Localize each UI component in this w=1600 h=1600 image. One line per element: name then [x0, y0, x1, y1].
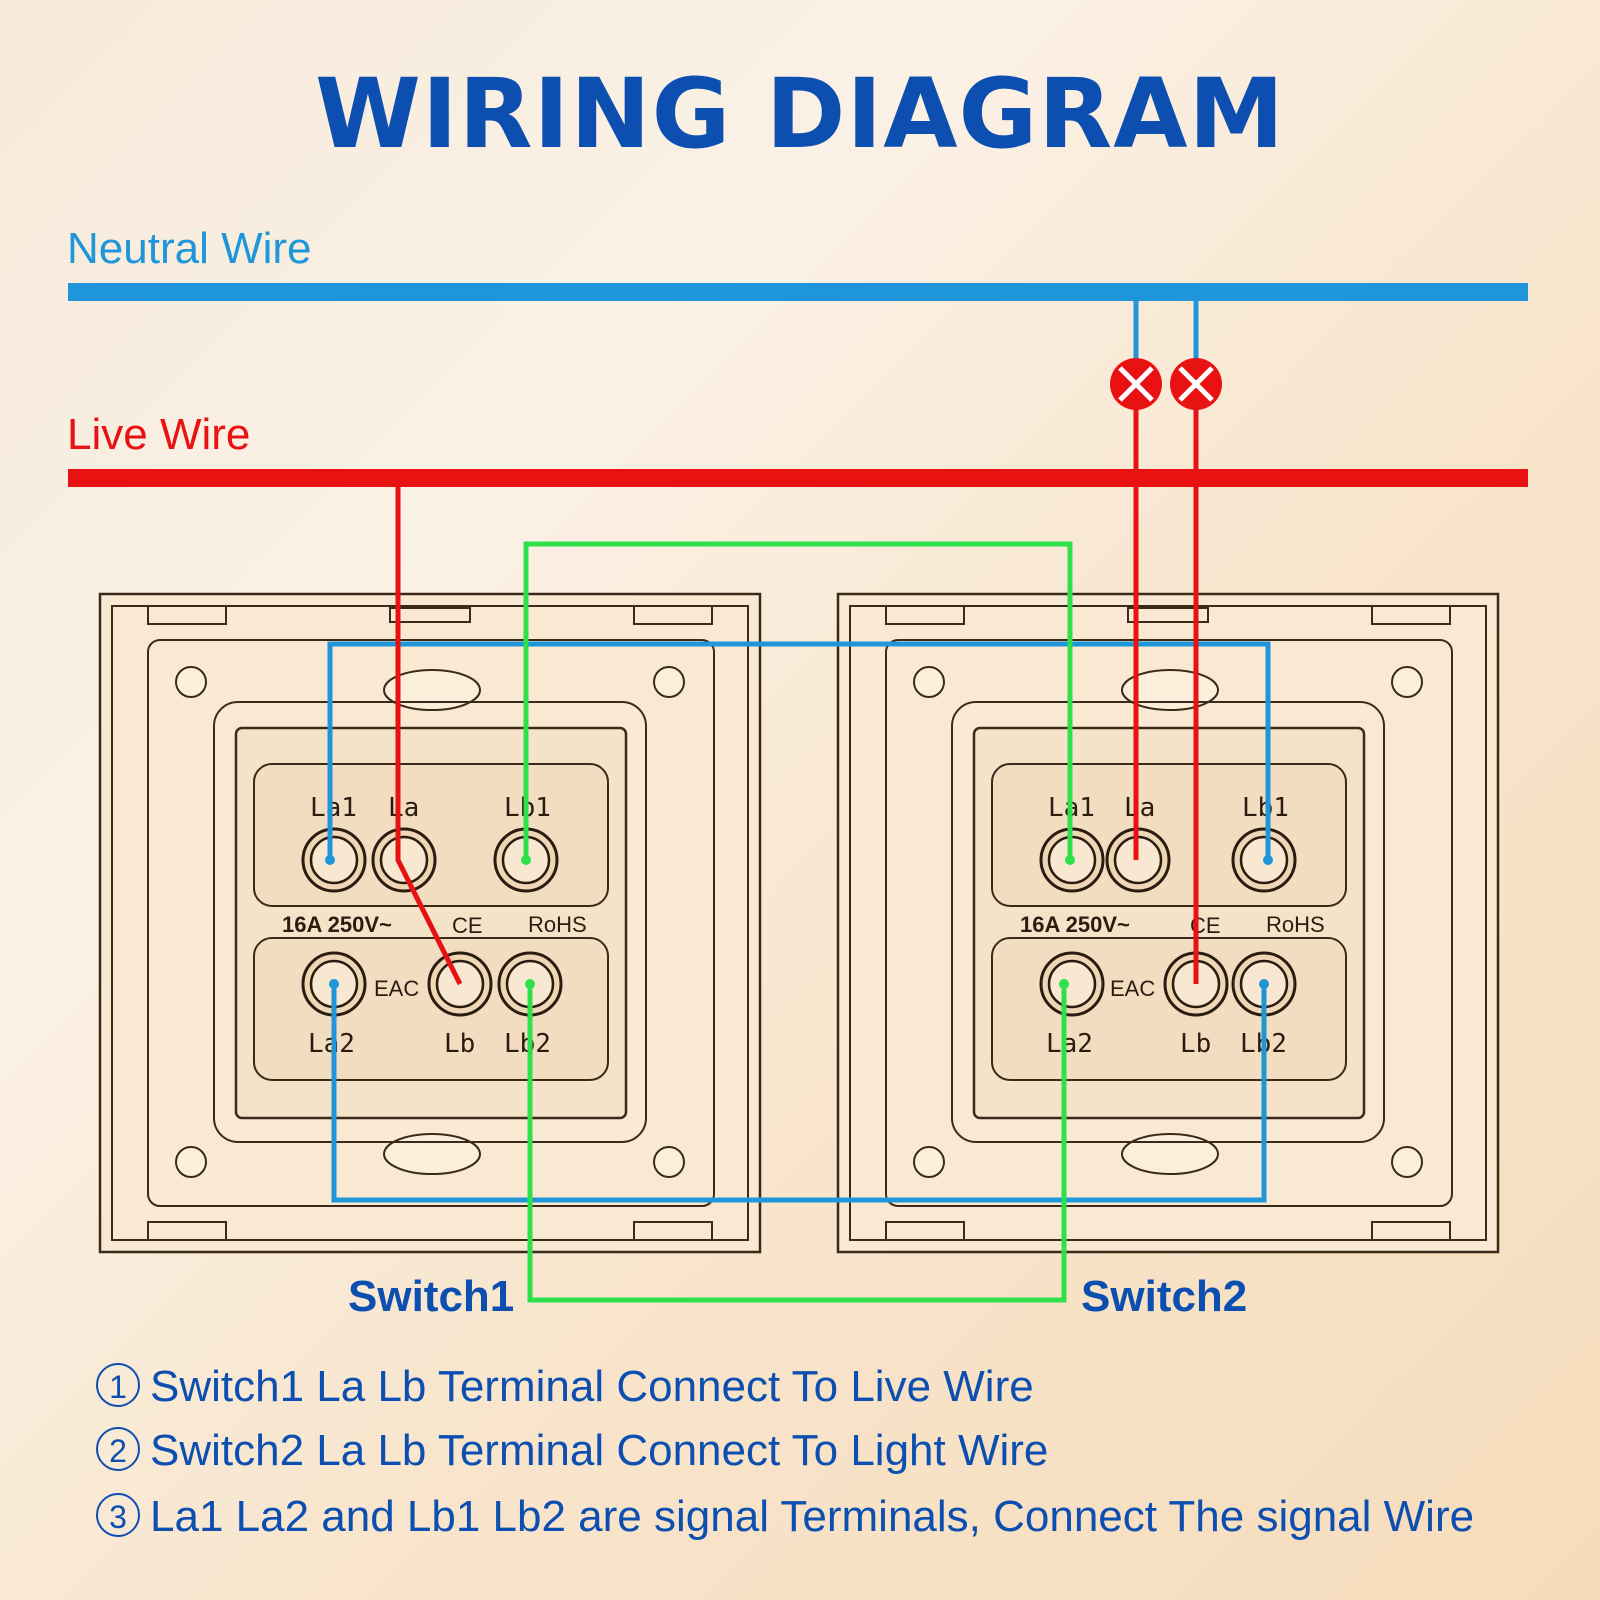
- sw2-terminal-lb1: Lb1: [1242, 793, 1289, 823]
- sw1-eac-mark: EAC: [374, 976, 419, 1001]
- signal-wire-green: [523, 541, 1073, 860]
- step-number-1: 1: [96, 1363, 140, 1408]
- sw1-rohs-mark: RoHS: [528, 912, 587, 937]
- sw2-terminal-la2: La2: [1046, 1029, 1093, 1059]
- sw2-eac-mark: EAC: [1110, 976, 1155, 1001]
- switch2-label: Switch2: [1081, 1272, 1248, 1321]
- sw1-terminal-la2: La2: [308, 1029, 355, 1059]
- sw1-rating: 16A 250V~: [282, 912, 392, 937]
- sw1-ce-mark: CE: [452, 913, 483, 938]
- neutral-wire-label: Neutral Wire: [67, 224, 312, 273]
- sw2-rohs-mark: RoHS: [1266, 912, 1325, 937]
- switch2-plate: La1 La Lb1 La2 Lb Lb2 16A 250V~ CE RoHS …: [836, 592, 1500, 1254]
- lamp-icon-2: [1170, 358, 1222, 410]
- sw1-terminal-la1: La1: [310, 793, 357, 823]
- signal-wire-green-lower: [527, 984, 1067, 1303]
- instruction-2-text: Switch2 La Lb Terminal Connect To Light …: [150, 1426, 1049, 1475]
- sw1-terminal-la: La: [388, 793, 419, 823]
- sw1-terminal-lb2: Lb2: [504, 1029, 551, 1059]
- instruction-1-text: Switch1 La Lb Terminal Connect To Live W…: [150, 1362, 1034, 1411]
- instruction-3-text: La1 La2 and Lb1 Lb2 are signal Terminals…: [150, 1492, 1475, 1541]
- step-number-3: 3: [96, 1493, 140, 1538]
- page-title: WIRING DIAGRAM: [314, 58, 1286, 170]
- step-number-2: 2: [96, 1427, 140, 1472]
- sw2-terminal-la: La: [1124, 793, 1155, 823]
- switch1-label: Switch1: [348, 1272, 515, 1321]
- signal-wire-blue: [327, 641, 1271, 860]
- live-wire-label: Live Wire: [67, 410, 251, 459]
- lamp-icon-1: [1110, 358, 1162, 410]
- live-feed-switch1: [395, 478, 463, 986]
- signal-wire-blue-lower: [331, 984, 1267, 1203]
- sw1-terminal-lb: Lb: [444, 1029, 475, 1059]
- sw2-terminal-lb: Lb: [1180, 1029, 1211, 1059]
- sw2-rating: 16A 250V~: [1020, 912, 1130, 937]
